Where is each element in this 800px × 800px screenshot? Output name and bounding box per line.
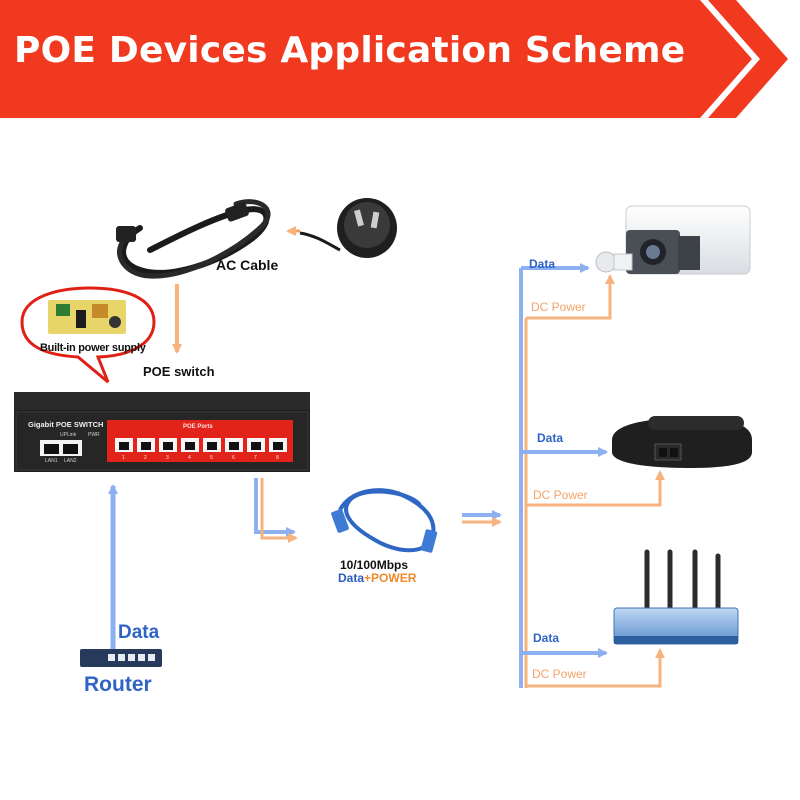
builtin-power-supply-bubble (20, 286, 156, 384)
switch-port-number: 2 (144, 455, 147, 461)
switch-port-number: 3 (166, 455, 169, 461)
ac-cable-label: AC Cable (216, 257, 279, 273)
cable-speed-label: 10/100Mbps (340, 558, 409, 572)
ethernet-cable-icon (331, 488, 438, 553)
switch-port-number: 6 (232, 455, 235, 461)
router-icon (80, 649, 162, 667)
ac-cable-icon (116, 199, 271, 279)
switch-port-number: 4 (188, 455, 191, 461)
phone-data-label: Data (537, 431, 564, 445)
power-plug-icon (299, 198, 397, 258)
title-banner: POE Devices Application Scheme (0, 0, 800, 118)
ap-power-arrow (526, 648, 665, 688)
switch-to-cable-power-arrow (260, 478, 298, 543)
cable-data-power-label: Data+POWER (338, 571, 417, 585)
ip-phone-icon (612, 416, 752, 468)
switch-model-label: Gigabit POE SWITCH (28, 420, 104, 429)
camera-data-label: Data (529, 257, 556, 271)
switch-ports-label: POE Ports (183, 424, 213, 430)
router-label: Router (84, 673, 152, 696)
cable-data-word: Data (338, 571, 365, 585)
router-data-label: Data (118, 622, 160, 643)
switch-lan2-label: LAN2 (64, 458, 77, 464)
builtin-power-supply-label: Built-in power supply (40, 342, 146, 354)
wireless-ap-icon (613, 549, 739, 645)
switch-lan1-label: LAN1 (45, 458, 58, 464)
switch-port-number: 7 (254, 455, 257, 461)
switch-pwr-label: PWR (88, 432, 100, 438)
switch-port-number: 5 (210, 455, 213, 461)
switch-port-number: 8 (276, 455, 279, 461)
switch-to-cable-data-arrow (254, 478, 296, 537)
poe-switch-icon (14, 392, 310, 472)
switch-port-number: 1 (122, 455, 125, 461)
banner-chevron-shape (0, 0, 788, 118)
ap-dc-power-label: DC Power (532, 667, 587, 681)
ap-data-label: Data (533, 631, 560, 645)
camera-power-arrow (526, 274, 615, 320)
page-title: POE Devices Application Scheme (14, 30, 686, 71)
switch-uplink-label: UPLink (60, 432, 77, 438)
phone-dc-power-label: DC Power (533, 488, 588, 502)
camera-dc-power-label: DC Power (531, 300, 586, 314)
poe-switch-label: POE switch (143, 364, 215, 379)
cable-power-word: POWER (371, 571, 417, 585)
ip-camera-icon (595, 205, 751, 275)
phone-power-arrow (526, 470, 665, 507)
